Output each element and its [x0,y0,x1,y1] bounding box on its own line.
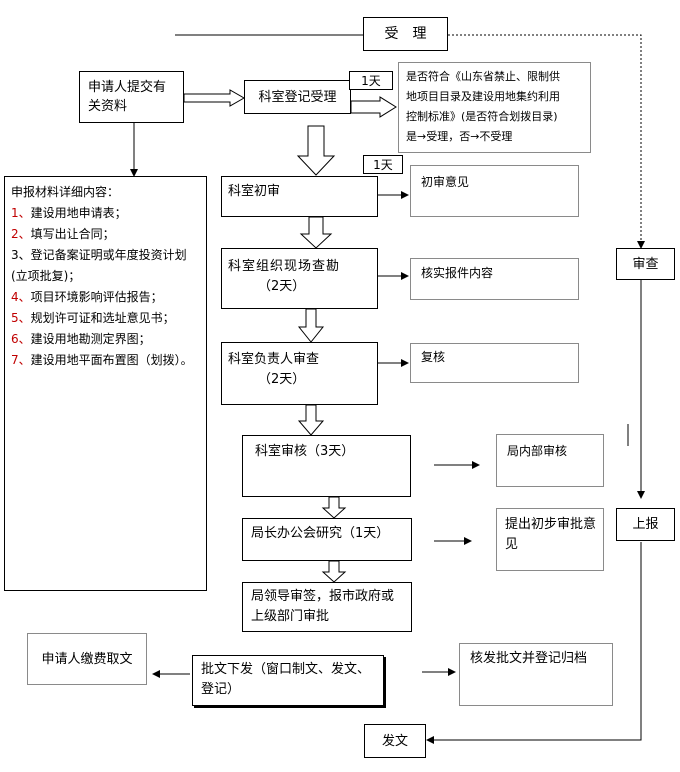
submit-materials-node: 申请人提交有关资料 [79,71,184,123]
materials-item-4-num: 4、 [11,290,31,304]
materials-item-6: 6、建设用地勘测定界图； [11,329,200,350]
connector-submit-register [183,89,246,107]
leader-sign-node: 局领导审签，报市政府或上级部门审批 [242,582,412,632]
register-node: 科室登记受理 [244,80,351,114]
materials-item-3: 3、登记备案证明或年度投资计划(立项批复)； [11,245,200,287]
connector-register-criteria [350,96,397,118]
materials-list-box: 申报材料详细内容： 1、建设用地申请表； 2、填写出让合同； 3、登记备案证明或… [4,176,207,591]
materials-item-1: 1、建设用地申请表； [11,203,200,224]
head-review-node: 科室负责人审查 （2天） [221,342,378,405]
head-review-days: （2天） [258,372,306,387]
dispatch-node: 发文 [364,724,426,758]
report-up-node: 上报 [616,508,675,541]
materials-item-5-text: 规划许可证和选址意见书； [30,311,175,325]
initial-review-node: 科室初审 [221,176,378,217]
initial-opinion-node: 初审意见 [410,165,579,217]
connector-meeting-sign [321,560,347,583]
materials-item-2-num: 2、 [11,227,31,241]
recheck-node: 复核 [410,343,579,383]
materials-item-4: 4、项目环境影响评估报告； [11,287,200,308]
materials-item-5: 5、规划许可证和选址意见书； [11,308,200,329]
connector-head-audit [297,404,325,436]
site-survey-days: （2天） [258,279,306,294]
issue-archive-node: 核发批文并登记归档 [459,643,613,706]
materials-item-5-num: 5、 [11,311,31,325]
applicant-fee-node: 申请人缴费取文 [27,633,147,685]
criteria-line-1: 是否符合《山东省禁止、限制供 [406,70,560,83]
connector-register-initial [296,125,336,176]
materials-item-7: 7、建设用地平面布置图（划拨）。 [11,350,200,371]
register-days-label: 1天 [349,71,393,90]
materials-item-1-num: 1、 [11,206,31,220]
accept-node: 受 理 [363,17,448,51]
preliminary-opinion-node: 提出初步审批意见 [496,508,604,571]
dept-audit-node: 科室审核（3天） [242,435,411,497]
materials-item-2: 2、填写出让合同； [11,224,200,245]
materials-title: 申报材料详细内容： [11,185,120,199]
criteria-note: 是否符合《山东省禁止、限制供 地项目目录及建设用地集约利用 控制标准》(是否符合… [398,62,591,153]
connector-initial-survey [299,216,333,249]
review-node: 审查 [616,248,675,280]
bureau-internal-node: 局内部审核 [496,434,604,487]
bureau-meeting-node: 局长办公会研究（1天） [242,518,412,561]
materials-item-6-num: 6、 [11,332,31,346]
connector-report-dispatch [426,542,642,744]
materials-item-4-text: 项目环境影响评估报告； [30,290,163,304]
issue-reply-node: 批文下发（窗口制文、发文、登记） [192,655,384,706]
connector-accept-review [448,34,645,249]
materials-item-7-num: 7、 [11,353,31,367]
materials-item-7-text: 建设用地平面布置图（划拨）。 [30,353,193,367]
connector-audit-meeting [321,496,347,519]
criteria-line-2: 地项目目录及建设用地集约利用 [406,90,560,103]
materials-item-3-num: 3、 [11,248,31,262]
head-review-label: 科室负责人审查 [228,352,320,367]
criteria-line-4: 是→受理，否→不受理 [406,130,513,143]
initial-days-label: 1天 [363,155,403,174]
materials-item-3-text: 登记备案证明或年度投资计划(立项批复)； [11,248,187,283]
connector-survey-head [297,308,325,343]
materials-item-6-text: 建设用地勘测定界图； [30,332,151,346]
site-survey-label: 科室组织现场查勘 [228,259,341,274]
site-survey-node: 科室组织现场查勘 （2天） [221,248,378,309]
materials-item-2-text: 填写出让合同； [30,227,115,241]
verify-content-node: 核实报件内容 [410,258,579,300]
materials-item-1-text: 建设用地申请表； [30,206,127,220]
criteria-line-3: 控制标准》(是否符合划拨目录) [406,110,558,123]
